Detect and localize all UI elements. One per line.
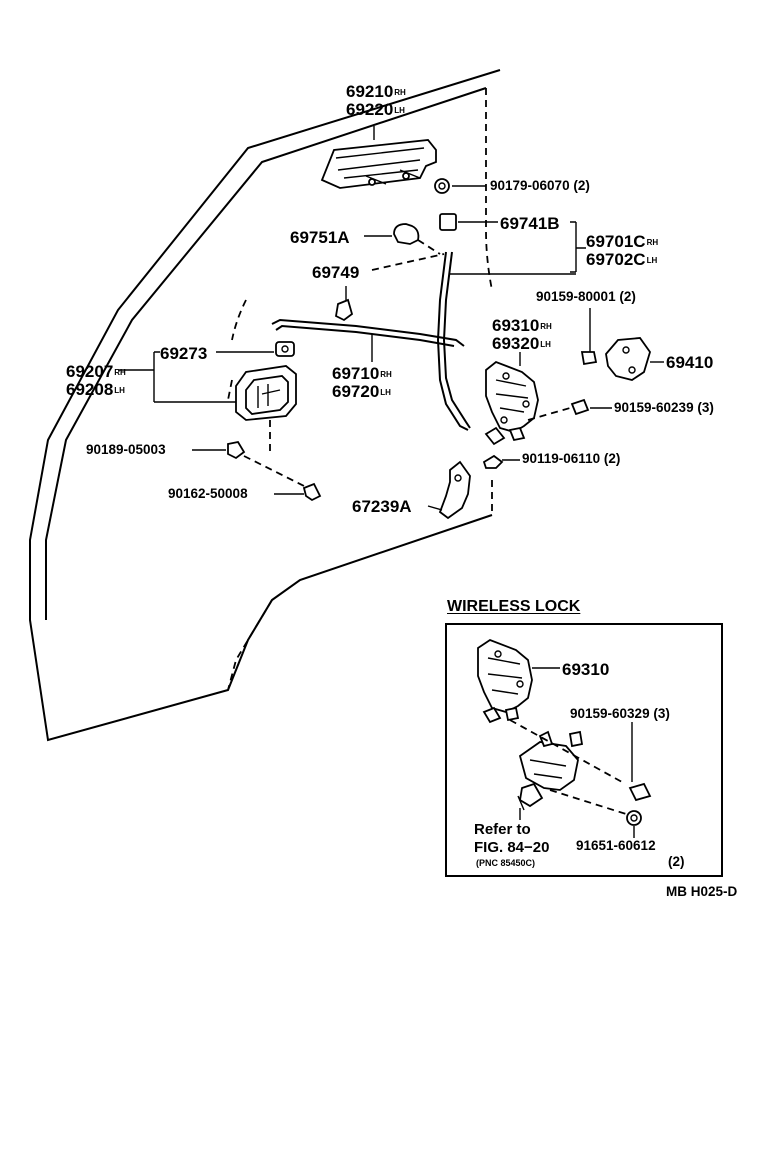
label-69701C: 69701CRH [586,232,659,251]
label-69749: 69749 [312,263,360,282]
lock-rod [436,251,471,431]
inset-refer-line3: (PNC 85450C) [476,858,536,868]
inset-title: WIRELESS LOCK [447,598,581,615]
dash-inset-2 [549,789,627,815]
striker-69410 [605,337,651,381]
clip-69741B [439,213,457,231]
label-69273: 69273 [160,344,208,363]
link-67239A [438,460,471,520]
screw-90189 [227,440,246,460]
label-69702C: 69702CLH [586,250,658,269]
label-90162-50008: 90162-50008 [168,486,248,501]
dash-90162 [243,455,305,487]
dash-90159b [527,407,571,421]
inset-label-91651-60612: 91651-60612 [576,838,656,853]
label-69410: 69410 [666,353,714,372]
knob-69751A [393,223,420,245]
nut-90119 [482,454,504,469]
holder-69273 [275,341,295,357]
door-outline [29,69,501,742]
dash-69751A [417,239,441,255]
nut-90179 [434,178,450,194]
label-69710: 69710RH [332,364,392,383]
inside-handle [235,365,297,421]
label-69220: 69220LH [346,100,405,119]
rod-bracket [450,221,586,275]
nut-inset-91651 [626,810,642,826]
label-69751A: 69751A [290,228,350,247]
bracket-69207 [118,351,236,403]
inside-rod [271,318,465,347]
label-69207: 69207RH [66,362,126,381]
clip-69749 [335,298,354,322]
inset-label-90159-60329: 90159-60329 (3) [570,706,670,721]
door-lock-actuator [517,730,584,811]
screw-90159b [570,398,590,416]
label-90179-06070: 90179-06070 (2) [490,178,590,193]
label-67239A: 67239A [352,497,412,516]
screw-90159a [580,351,598,366]
label-90159-60239: 90159-60239 (3) [614,400,714,415]
dash-inset-1 [509,719,623,783]
door-lock [484,360,539,446]
label-69310: 69310RH [492,316,552,335]
screw-90162 [302,482,322,502]
inset-lock [477,638,533,724]
inset-label-91651-qty: (2) [668,854,685,869]
label-90159-80001: 90159-80001 (2) [536,289,636,304]
label-90119-06110: 90119-06110 (2) [522,451,621,466]
label-69720: 69720LH [332,382,391,401]
dash-69749 [371,253,445,271]
label-69741B: 69741B [500,214,560,233]
inset-refer-line1: Refer to [474,821,531,838]
outside-handle [320,139,437,189]
screw-inset-90159 [628,782,652,802]
label-69320: 69320LH [492,334,551,353]
inset-frame [445,623,723,877]
inset-label-69310: 69310 [562,660,610,679]
label-69208: 69208LH [66,380,125,399]
figure-code: MB H025-D [666,884,738,899]
inset-refer-line2: FIG. 84−20 [474,839,550,856]
leader-67239A [427,505,443,511]
label-69210: 69210RH [346,82,406,101]
label-90189-05003: 90189-05003 [86,442,166,457]
